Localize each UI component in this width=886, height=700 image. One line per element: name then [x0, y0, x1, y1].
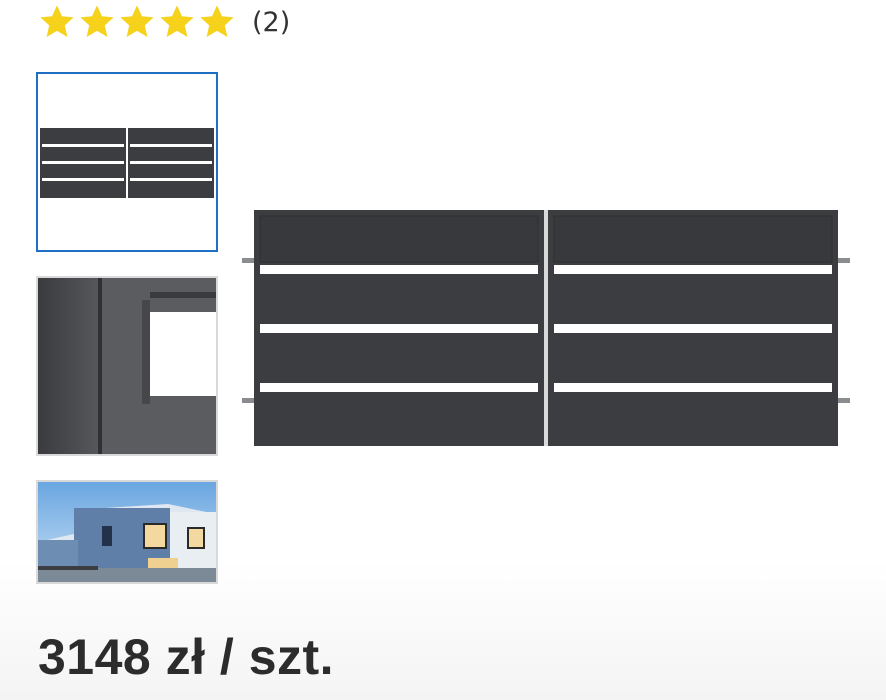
rating-stars [38, 3, 236, 41]
house-photo-thumbnail[interactable] [36, 480, 218, 584]
star-icon [78, 3, 116, 41]
gate-detail-thumbnail[interactable] [36, 276, 218, 456]
gate-front-thumbnail[interactable] [36, 72, 218, 252]
rating-count[interactable]: (2) [252, 6, 291, 38]
product-price: 3148 zł / szt. [38, 629, 335, 685]
star-icon [118, 3, 156, 41]
rating-summary[interactable]: (2) [38, 2, 290, 42]
star-icon [198, 3, 236, 41]
product-main-image[interactable] [238, 196, 858, 466]
star-icon [158, 3, 196, 41]
star-icon [38, 3, 76, 41]
